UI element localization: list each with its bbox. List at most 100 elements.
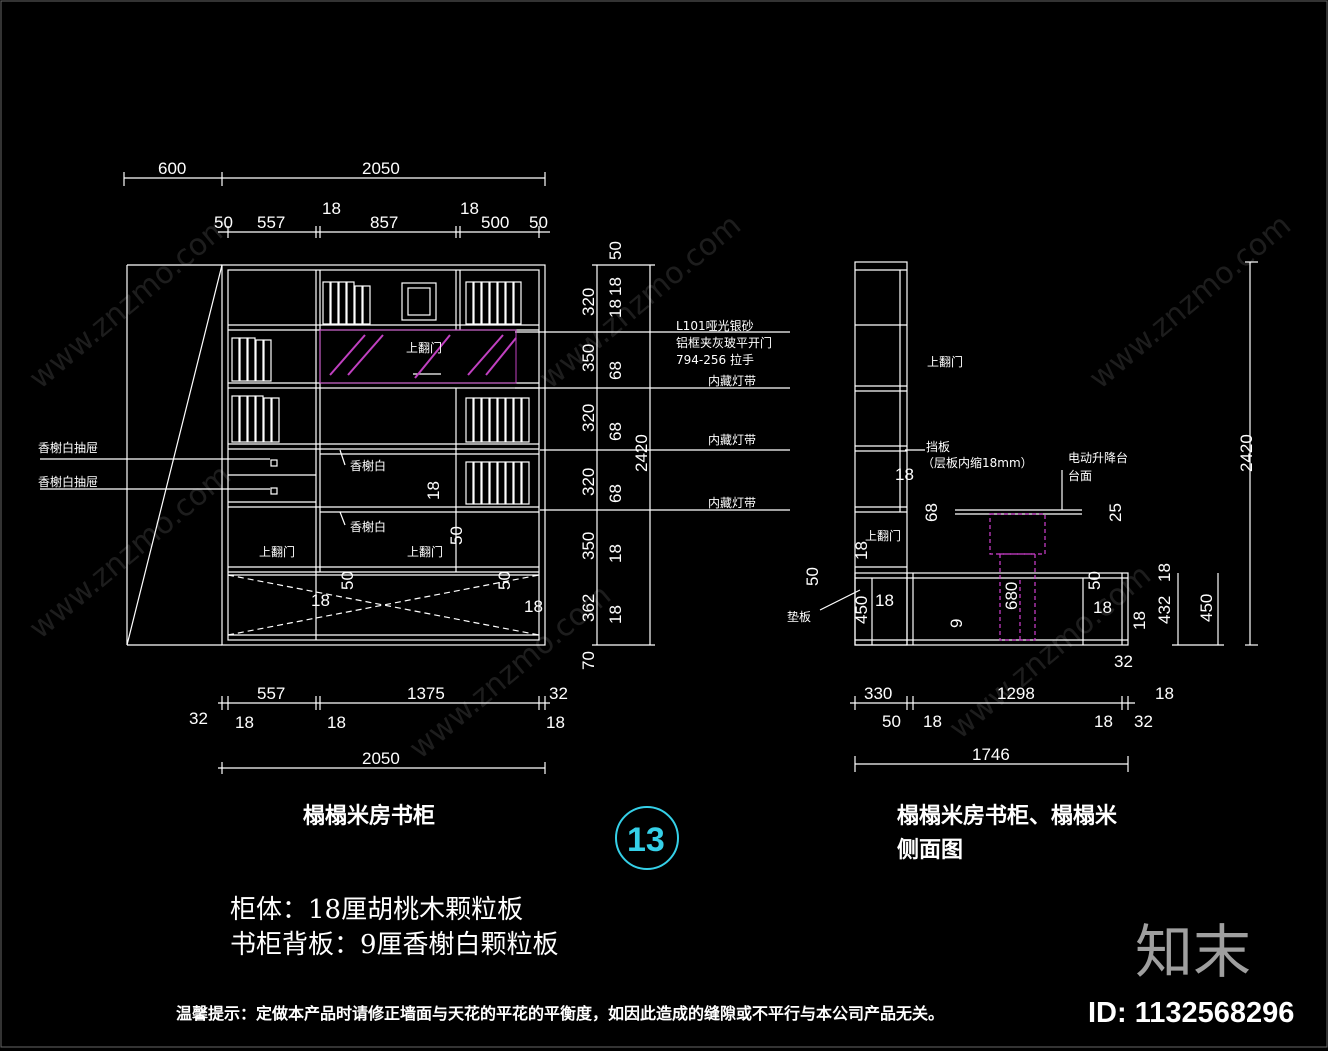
dim-text: 50 bbox=[447, 526, 466, 545]
dim-text: 50 bbox=[606, 241, 625, 260]
front-dimensions: 600 2050 50 557 18 857 18 500 50 50 320 … bbox=[158, 159, 651, 768]
dim-text: 557 bbox=[257, 213, 285, 232]
label-baffle-note: （层板内缩18mm） bbox=[922, 455, 1033, 470]
dim-text: 18 bbox=[1093, 598, 1112, 617]
label-flip-door: 上翻门 bbox=[406, 340, 442, 355]
front-view-title: 榻榻米房书柜 bbox=[303, 803, 435, 829]
dim-text: 32 bbox=[1114, 652, 1133, 671]
label-led: 内藏灯带 bbox=[708, 433, 756, 447]
drawing-number-badge bbox=[615, 806, 679, 870]
label-led: 内藏灯带 bbox=[708, 496, 756, 510]
label-flip-door: 上翻门 bbox=[407, 544, 443, 559]
dim-total: 2050 bbox=[362, 749, 400, 768]
label-pad: 垫板 bbox=[787, 609, 811, 624]
dim-text: 18 bbox=[1155, 684, 1174, 703]
dim-text: 32 bbox=[1134, 712, 1153, 731]
dim-text: 18 bbox=[1155, 563, 1174, 582]
side-dimensions: 2420 18 68 25 18 50 18 450 9 680 50 18 1… bbox=[803, 434, 1256, 764]
label-flip-door: 上翻门 bbox=[927, 354, 963, 369]
label-flip-door: 上翻门 bbox=[865, 528, 901, 543]
label-glass-note: L101哑光银砂 bbox=[676, 319, 754, 333]
front-labels: 香榭白抽屉 香榭白抽屉 香榭白 香榭白 上翻门 上翻门 上翻门 L101哑光银砂… bbox=[38, 319, 772, 559]
label-glass-note: 铝框夹灰玻平开门 bbox=[676, 335, 772, 350]
dim-text: 18 bbox=[327, 713, 346, 732]
books-decoration bbox=[231, 281, 530, 505]
dim-text: 680 bbox=[1002, 582, 1021, 610]
label-flip-door: 上翻门 bbox=[259, 544, 295, 559]
dim-text: 18 bbox=[322, 199, 341, 218]
material-note: 柜体：18厘胡桃木颗粒板 bbox=[230, 895, 523, 925]
label-lift-table: 台面 bbox=[1068, 468, 1092, 483]
drawing-number: 13 bbox=[627, 821, 665, 859]
dim-text: 68 bbox=[606, 361, 625, 380]
dim-text: 50 bbox=[214, 213, 233, 232]
glass-door-hatch bbox=[329, 334, 517, 379]
side-labels: 上翻门 上翻门 挡板 （层板内缩18mm） 电动升降台 台面 垫板 bbox=[787, 354, 1128, 624]
dim-text: 450 bbox=[852, 596, 871, 624]
dim-text: 32 bbox=[549, 684, 568, 703]
dim-text: 350 bbox=[579, 344, 598, 372]
dim-text: 18 bbox=[875, 591, 894, 610]
label-glass-note: 794-256 拉手 bbox=[676, 352, 754, 367]
dim-text: 18 bbox=[546, 713, 565, 732]
dim-text: 18 bbox=[606, 605, 625, 624]
dim-text: 18 bbox=[311, 591, 330, 610]
watermark-text: www.znzmo.com bbox=[23, 208, 238, 397]
label-material: 香榭白 bbox=[350, 458, 386, 473]
dim-text: 18 bbox=[424, 481, 443, 500]
material-note: 书柜背板：9厘香榭白颗粒板 bbox=[230, 930, 559, 960]
dim-text: 50 bbox=[803, 567, 822, 586]
dim-text: 500 bbox=[481, 213, 509, 232]
dim-text: 50 bbox=[1085, 571, 1104, 590]
side-view-title: 侧面图 bbox=[897, 838, 963, 863]
dim-total: 2420 bbox=[1237, 434, 1256, 472]
dim-text: 18 bbox=[606, 277, 625, 296]
dim-text: 600 bbox=[158, 159, 186, 178]
dim-text: 18 bbox=[1094, 712, 1113, 731]
dim-text: 432 bbox=[1155, 596, 1174, 624]
watermark-text: www.znzmo.com bbox=[1083, 208, 1298, 397]
dim-text: 320 bbox=[579, 404, 598, 432]
dim-text: 18 bbox=[923, 712, 942, 731]
dim-text: 320 bbox=[579, 468, 598, 496]
dim-text: 557 bbox=[257, 684, 285, 703]
dim-text: 25 bbox=[1106, 503, 1125, 522]
dim-text: 450 bbox=[1197, 594, 1216, 622]
dim-text: 68 bbox=[606, 484, 625, 503]
dim-text: 18 bbox=[460, 199, 479, 218]
dim-text: 350 bbox=[579, 532, 598, 560]
dim-text: 362 bbox=[579, 594, 598, 622]
front-elevation bbox=[40, 172, 790, 774]
dim-text: 68 bbox=[922, 503, 941, 522]
dim-text: 50 bbox=[495, 571, 514, 590]
dim-total: 1746 bbox=[972, 745, 1010, 764]
label-led: 内藏灯带 bbox=[708, 374, 756, 388]
dim-text: 1375 bbox=[407, 684, 445, 703]
label-baffle: 挡板 bbox=[926, 440, 950, 454]
label-drawer: 香榭白抽屉 bbox=[38, 474, 98, 489]
dim-text: 32 bbox=[189, 709, 208, 728]
dim-text: 2050 bbox=[362, 159, 400, 178]
glass-door bbox=[319, 329, 517, 384]
dim-text: 50 bbox=[338, 571, 357, 590]
dim-text: 330 bbox=[864, 684, 892, 703]
dim-text: 18 bbox=[852, 541, 871, 560]
dim-text: 18 bbox=[606, 299, 625, 318]
dim-text: 18 bbox=[235, 713, 254, 732]
dim-text: 857 bbox=[370, 213, 398, 232]
dim-text: 9 bbox=[947, 619, 966, 628]
image-id: ID: 1132568296 bbox=[1088, 997, 1294, 1029]
dim-text: 70 bbox=[579, 651, 598, 670]
side-elevation bbox=[819, 261, 1258, 772]
dim-total: 2420 bbox=[632, 434, 651, 472]
label-lift-table: 电动升降台 bbox=[1068, 450, 1128, 465]
dim-text: 18 bbox=[1130, 611, 1149, 630]
side-view-title: 榻榻米房书柜、榻榻米 bbox=[897, 803, 1118, 829]
label-material: 香榭白 bbox=[350, 519, 386, 534]
dim-text: 320 bbox=[579, 288, 598, 316]
dim-text: 18 bbox=[895, 465, 914, 484]
dim-text: 1298 bbox=[997, 684, 1035, 703]
